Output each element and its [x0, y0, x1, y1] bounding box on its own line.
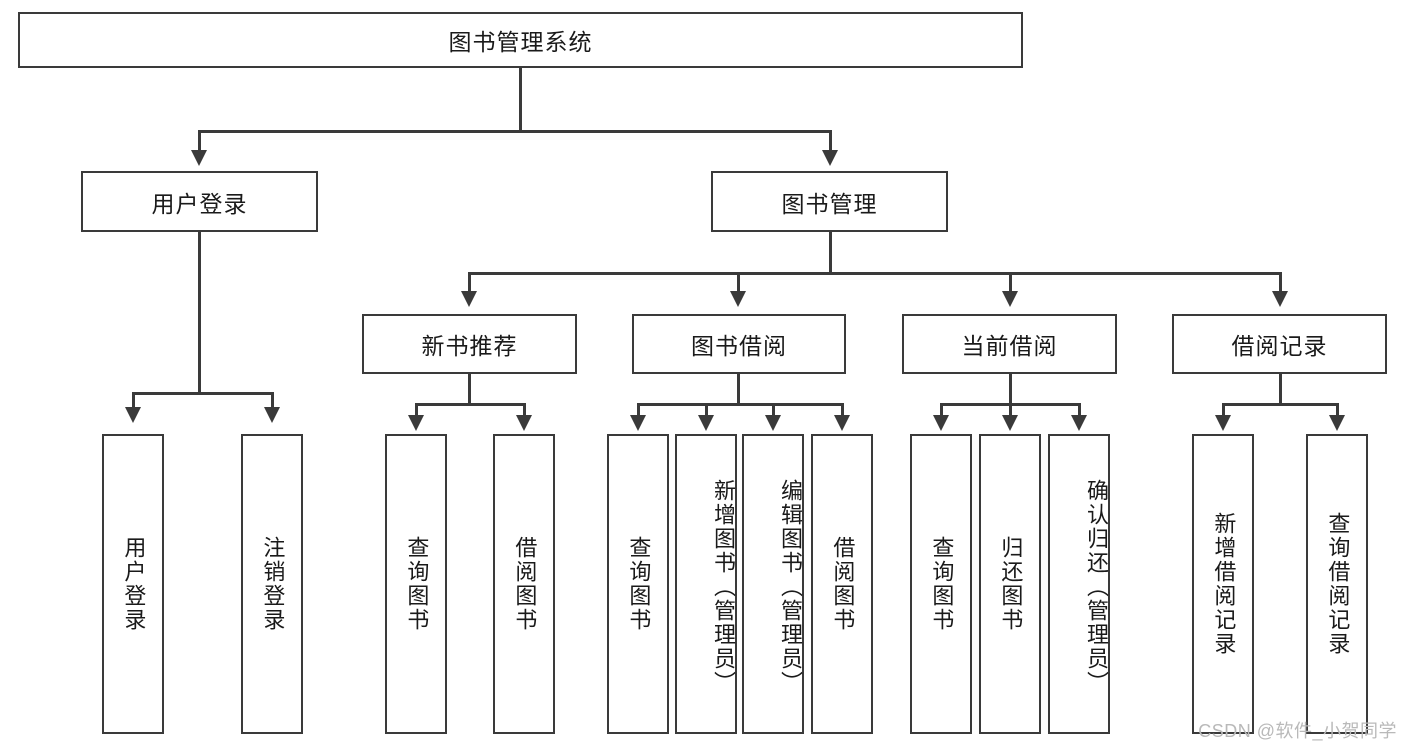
- connector-book-borrow-leaf-1: [637, 403, 640, 417]
- leaf-confirm-return-admin[interactable]: 确认归还（管理员）: [1048, 434, 1110, 734]
- leaf-query-borrow-record[interactable]: 查询借阅记录: [1306, 434, 1368, 734]
- arrowhead-book-borrow-leaf-3: [765, 415, 781, 431]
- connector-borrow-record-leaf-2: [1336, 403, 1339, 417]
- arrowhead-borrow-record-leaf-2: [1329, 415, 1345, 431]
- leaf-label: 用户登录: [121, 536, 147, 632]
- leaf-query-book-borrow[interactable]: 查询图书: [607, 434, 669, 734]
- leaf-return-book[interactable]: 归还图书: [979, 434, 1041, 734]
- leaf-add-book-admin[interactable]: 新增图书（管理员）: [675, 434, 737, 734]
- arrowhead-current-borrow-leaf-1: [933, 415, 949, 431]
- leaf-label: 查询图书: [929, 536, 955, 632]
- connector-book-mgmt-to-record: [1279, 272, 1282, 294]
- connector-book-mgmt-bus: [469, 272, 1281, 275]
- node-label: 新书推荐: [421, 333, 518, 359]
- node-label: 图书借阅: [691, 333, 787, 359]
- connector-root-bus: [199, 130, 832, 133]
- leaf-user-login[interactable]: 用户登录: [102, 434, 164, 734]
- connector-new-book-stem: [468, 374, 471, 403]
- connector-borrow-record-stem: [1279, 374, 1282, 403]
- node-book-borrow[interactable]: 图书借阅: [632, 314, 846, 374]
- connector-user-login-to-leaf-1: [132, 392, 135, 410]
- arrowhead-new-book-leaf-2: [516, 415, 532, 431]
- leaf-label: 查询图书: [404, 536, 430, 632]
- connector-new-book-leaf-2: [523, 403, 526, 417]
- leaf-label: 查询借阅记录: [1325, 512, 1351, 656]
- leaf-label: 借阅图书: [830, 536, 856, 632]
- connector-current-borrow-leaf-2: [1009, 403, 1012, 417]
- arrowhead-current-borrow-leaf-3: [1071, 415, 1087, 431]
- arrowhead-book-mgmt-current: [1002, 291, 1018, 307]
- arrowhead-book-mgmt-borrow: [730, 291, 746, 307]
- connector-book-borrow-stem: [737, 374, 740, 403]
- arrowhead-book-borrow-leaf-1: [630, 415, 646, 431]
- node-label: 图书管理系统: [448, 29, 593, 55]
- arrowhead-current-borrow-leaf-2: [1002, 415, 1018, 431]
- leaf-query-book-current[interactable]: 查询图书: [910, 434, 972, 734]
- arrowhead-book-borrow-leaf-4: [834, 415, 850, 431]
- node-book-management[interactable]: 图书管理: [711, 171, 948, 232]
- arrowhead-borrow-record-leaf-1: [1215, 415, 1231, 431]
- connector-root-to-book-mgmt: [829, 130, 832, 154]
- connector-book-mgmt-to-current: [1009, 272, 1012, 294]
- connector-current-borrow-stem: [1009, 374, 1012, 403]
- csdn-watermark: CSDN @软件_小贺同学: [1198, 721, 1397, 741]
- connector-current-borrow-leaf-3: [1078, 403, 1081, 417]
- leaf-label: 新增图书（管理员）: [711, 479, 736, 695]
- node-root-system[interactable]: 图书管理系统: [18, 12, 1023, 68]
- node-user-login[interactable]: 用户登录: [81, 171, 318, 232]
- node-new-book-recommend[interactable]: 新书推荐: [362, 314, 577, 374]
- leaf-label: 归还图书: [998, 536, 1024, 632]
- leaf-label: 确认归还（管理员）: [1084, 479, 1109, 695]
- node-borrow-record[interactable]: 借阅记录: [1172, 314, 1387, 374]
- leaf-label: 注销登录: [260, 536, 286, 632]
- node-label: 图书管理: [781, 190, 878, 217]
- connector-book-borrow-leaf-3: [772, 403, 775, 417]
- connector-root-stem: [519, 68, 522, 130]
- leaf-label: 编辑图书（管理员）: [778, 479, 803, 695]
- arrowhead-book-mgmt-record: [1272, 291, 1288, 307]
- connector-user-login-to-leaf-2: [271, 392, 274, 410]
- connector-current-borrow-leaf-1: [940, 403, 943, 417]
- connector-new-book-bus: [416, 403, 524, 406]
- leaf-label: 新增借阅记录: [1211, 512, 1237, 656]
- node-current-borrow[interactable]: 当前借阅: [902, 314, 1117, 374]
- node-label: 用户登录: [151, 190, 248, 217]
- leaf-label: 借阅图书: [512, 536, 538, 632]
- connector-book-mgmt-to-borrow: [737, 272, 740, 294]
- leaf-add-borrow-record[interactable]: 新增借阅记录: [1192, 434, 1254, 734]
- arrowhead-user-login-leaf-1: [125, 407, 141, 423]
- connector-book-mgmt-to-new-book: [468, 272, 471, 294]
- arrowhead-user-login-leaf-2: [264, 407, 280, 423]
- connector-user-login-bus: [133, 392, 271, 395]
- connector-root-to-user-login: [198, 130, 201, 154]
- connector-borrow-record-leaf-1: [1222, 403, 1225, 417]
- leaf-borrow-book[interactable]: 借阅图书: [811, 434, 873, 734]
- node-label: 当前借阅: [961, 333, 1058, 359]
- connector-book-borrow-leaf-2: [705, 403, 708, 417]
- leaf-borrow-book-recommend[interactable]: 借阅图书: [493, 434, 555, 734]
- arrowhead-root-to-book-mgmt: [822, 150, 838, 166]
- leaf-query-book-recommend[interactable]: 查询图书: [385, 434, 447, 734]
- leaf-edit-book-admin[interactable]: 编辑图书（管理员）: [742, 434, 804, 734]
- connector-book-borrow-leaf-4: [841, 403, 844, 417]
- arrowhead-book-borrow-leaf-2: [698, 415, 714, 431]
- leaf-label: 查询图书: [626, 536, 652, 632]
- connector-borrow-record-bus: [1223, 403, 1337, 406]
- connector-book-mgmt-stem: [829, 232, 832, 272]
- node-label: 借阅记录: [1231, 333, 1328, 359]
- arrowhead-book-mgmt-new-book: [461, 291, 477, 307]
- leaf-logout-login[interactable]: 注销登录: [241, 434, 303, 734]
- connector-user-login-stem: [198, 232, 201, 392]
- connector-new-book-leaf-1: [415, 403, 418, 417]
- arrowhead-root-to-user-login: [191, 150, 207, 166]
- arrowhead-new-book-leaf-1: [408, 415, 424, 431]
- connector-book-borrow-bus: [638, 403, 843, 406]
